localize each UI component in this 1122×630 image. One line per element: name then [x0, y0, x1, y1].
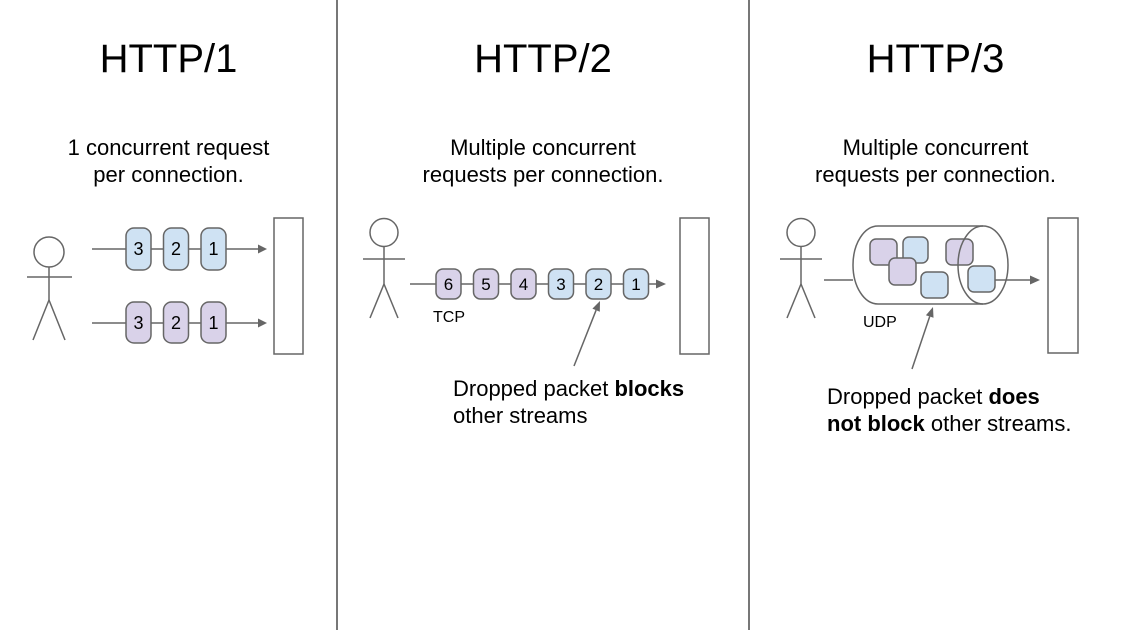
column-divider-1 — [336, 0, 338, 630]
packet-number: 2 — [171, 313, 181, 333]
server-box — [273, 217, 304, 355]
protocol-label: TCP — [433, 309, 465, 326]
http2-subtitle-line2: requests per connection. — [422, 162, 664, 187]
packet — [547, 268, 575, 300]
http2-subtitle: Multiple concurrent requests per connect… — [337, 134, 749, 188]
packet — [869, 238, 898, 266]
packet-number: 3 — [556, 275, 565, 294]
client-stick-figure — [363, 217, 405, 319]
stick-figure-leg-right — [800, 283, 816, 319]
annotation-arrow — [573, 309, 597, 367]
http3-annotation: Dropped packet does not block other stre… — [827, 383, 1072, 437]
packet — [435, 268, 462, 300]
http1-diagram: 3 2 1 3 2 1 — [27, 217, 304, 355]
packet — [162, 301, 190, 344]
packet-number: 5 — [481, 275, 490, 294]
stick-figure-leg-left — [369, 283, 385, 319]
packet — [888, 257, 917, 286]
packet-number: 1 — [208, 239, 218, 259]
stick-figure-leg-left — [32, 299, 50, 341]
http1-subtitle-line2: per connection. — [93, 162, 244, 187]
http3-subtitle-line2: requests per connection. — [815, 162, 1056, 187]
http2-subtitle-line1: Multiple concurrent — [450, 135, 636, 160]
arrowhead-icon — [592, 301, 600, 312]
stick-figure-leg-right — [48, 299, 66, 341]
annotation-text-bold: not block — [827, 411, 925, 436]
http1-subtitle-line1: 1 concurrent request — [67, 135, 270, 160]
packet-number: 4 — [519, 275, 528, 294]
http3-diagram: UDP — [780, 217, 1079, 370]
column-divider-2 — [748, 0, 750, 630]
packet-number: 1 — [208, 313, 218, 333]
arrowhead-icon — [656, 279, 666, 289]
packet-number: 3 — [133, 239, 143, 259]
packet — [585, 268, 612, 300]
arrowhead-icon — [1030, 275, 1040, 285]
client-stick-figure — [27, 236, 72, 341]
annotation-text: other streams. — [924, 411, 1072, 436]
packet — [200, 227, 227, 271]
packet — [125, 301, 152, 344]
stick-figure-head — [786, 217, 816, 248]
arrowhead-icon — [925, 307, 934, 318]
packet — [967, 265, 996, 293]
packet — [472, 268, 500, 300]
stick-figure-leg-right — [383, 283, 399, 319]
http1-title: HTTP/1 — [99, 37, 238, 81]
arrowhead-icon — [258, 244, 267, 254]
packet — [920, 271, 949, 299]
http1-subtitle: 1 concurrent request per connection. — [0, 134, 337, 188]
http2-annotation: Dropped packet blocks other streams — [453, 375, 684, 429]
stick-figure-leg-left — [786, 283, 802, 319]
packet — [162, 227, 190, 271]
packet-number: 2 — [594, 275, 603, 294]
packet — [200, 301, 227, 344]
stick-figure-head — [33, 236, 65, 268]
http2-annotation-line2: other streams — [453, 402, 684, 429]
server-box — [679, 217, 710, 355]
tube-opening — [957, 225, 1009, 305]
annotation-text-bold: blocks — [614, 376, 685, 401]
packet — [622, 268, 650, 300]
packet-number: 2 — [171, 239, 181, 259]
packet-number: 6 — [444, 275, 453, 294]
stick-figure-head — [369, 217, 399, 248]
http3-annotation-line1: Dropped packet does — [827, 383, 1072, 410]
packet — [510, 268, 537, 300]
http3-subtitle: Multiple concurrent requests per connect… — [749, 134, 1122, 188]
http2-title: HTTP/2 — [474, 37, 612, 81]
packet — [125, 227, 152, 271]
udp-tube — [852, 225, 983, 305]
packet-number: 1 — [631, 275, 640, 294]
packet-number: 3 — [133, 313, 143, 333]
server-box — [1047, 217, 1079, 354]
client-stick-figure — [780, 217, 822, 319]
http3-subtitle-line1: Multiple concurrent — [842, 135, 1029, 160]
annotation-arrow — [911, 316, 931, 370]
http3-annotation-line2: not block other streams. — [827, 410, 1072, 437]
http3-title: HTTP/3 — [866, 37, 1005, 81]
protocol-label: UDP — [863, 314, 897, 331]
annotation-text: other streams — [453, 403, 588, 428]
annotation-text: Dropped packet — [453, 376, 615, 401]
annotation-text-bold: does — [988, 384, 1040, 409]
annotation-text: Dropped packet — [827, 384, 989, 409]
http2-annotation-line1: Dropped packet blocks — [453, 375, 684, 402]
arrowhead-icon — [258, 318, 267, 328]
http2-diagram: 6 5 4 3 2 1 TCP — [363, 217, 710, 367]
